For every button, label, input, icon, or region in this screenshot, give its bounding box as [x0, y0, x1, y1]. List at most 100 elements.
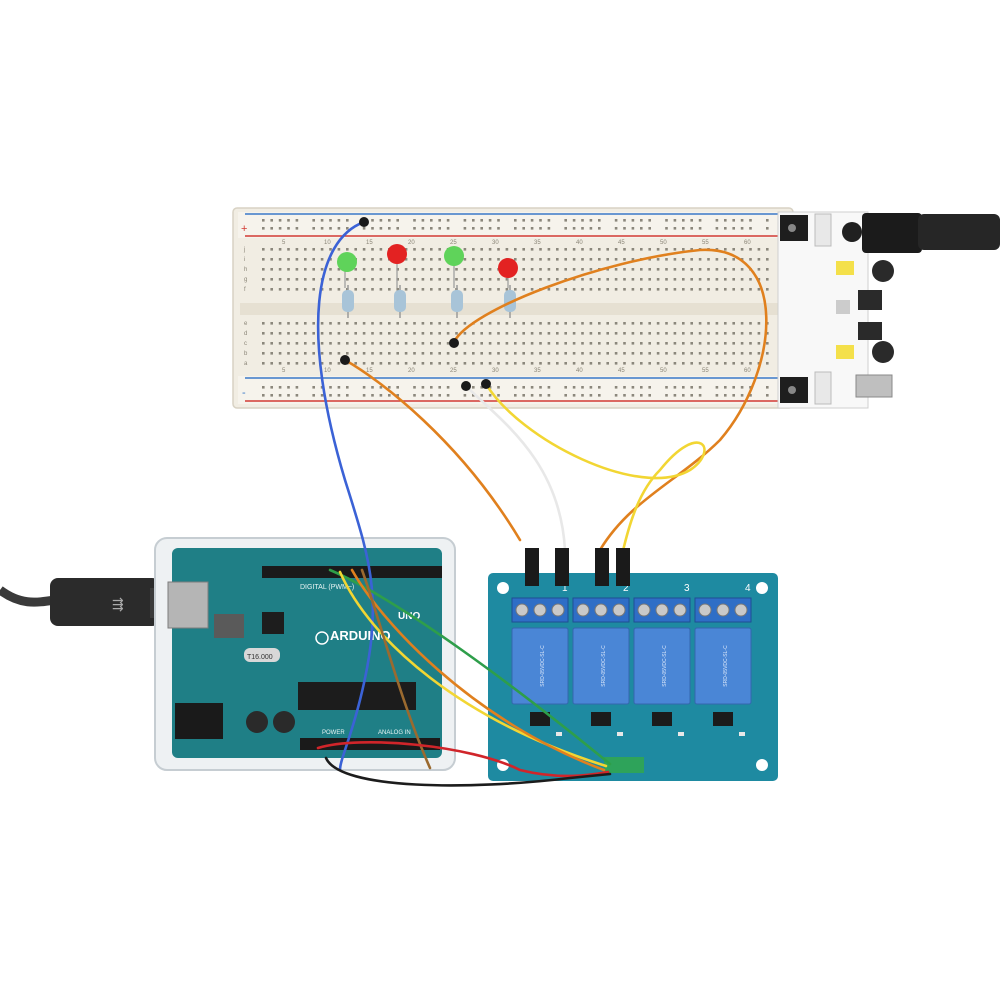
relay-body	[511, 627, 569, 705]
indicator-led	[617, 732, 623, 736]
led-1	[337, 252, 357, 288]
column-number: 30	[492, 368, 499, 374]
jumper-wires	[316, 217, 768, 787]
dc-barrel-jack	[175, 703, 223, 739]
wire-orange-3	[350, 568, 606, 772]
relay-channel-4: SRD-05VDC-SL-C 4	[694, 583, 752, 736]
channel-number: 4	[745, 583, 751, 594]
channel-number: 2	[623, 583, 629, 594]
screw-icon	[637, 603, 651, 617]
relay-body	[633, 627, 691, 705]
screw-icon	[716, 603, 730, 617]
row-letter: b	[244, 351, 248, 357]
column-number: 40	[576, 368, 583, 374]
atmega-chip	[298, 682, 416, 710]
leds	[337, 244, 518, 288]
led-2	[387, 244, 407, 288]
screw-icon	[612, 603, 626, 617]
relay-channel-3: SRD-05VDC-SL-C 3	[633, 583, 691, 736]
relay-module: SRD-05VDC-SL-C1SRD-05VDC-SL-C2SRD-05VDC-…	[488, 573, 778, 781]
row-letter: e	[244, 321, 248, 327]
column-number: 15	[366, 240, 373, 246]
column-number: 35	[534, 368, 541, 374]
led-4	[498, 258, 518, 288]
column-number: 10	[324, 240, 331, 246]
wire-red	[316, 741, 610, 778]
screw-icon	[594, 603, 608, 617]
optocoupler	[591, 712, 611, 726]
power-label: POWER	[322, 730, 345, 736]
screw-icon	[533, 603, 547, 617]
wire-orange-1	[343, 358, 522, 542]
power-analog-header	[300, 738, 440, 750]
screw-icon	[698, 603, 712, 617]
capacitor-1	[246, 711, 268, 733]
arduino-brand: ARDUINO	[330, 628, 391, 643]
resistor-3	[451, 285, 463, 318]
relay-marking: SRD-05VDC-SL-C	[601, 645, 607, 687]
resistors	[342, 285, 516, 318]
row-letter: h	[244, 267, 247, 273]
usb-port-module	[855, 374, 893, 398]
arduino-model: UNO	[398, 611, 420, 622]
row-letter: j	[243, 247, 245, 253]
wire-orange-2	[452, 248, 768, 552]
screw-icon	[551, 603, 565, 617]
analog-label: ANALOG IN	[378, 730, 411, 736]
wire-yellow	[484, 382, 706, 557]
column-number: 55	[702, 240, 709, 246]
indicator-led	[556, 732, 562, 736]
screw-icon	[734, 603, 748, 617]
crystal-label: T16.000	[247, 654, 273, 661]
led-3	[444, 246, 464, 288]
column-number: 40	[576, 240, 583, 246]
column-number: 55	[702, 368, 709, 374]
column-number: 30	[492, 240, 499, 246]
usb-plug	[50, 578, 160, 626]
row-letter: a	[244, 361, 248, 367]
wire-black	[324, 756, 612, 787]
column-number: 5	[282, 368, 286, 374]
column-number: 60	[744, 368, 751, 374]
wire-blue	[316, 220, 375, 772]
capacitor-2	[273, 711, 295, 733]
column-number: 50	[660, 368, 667, 374]
row-letter: c	[244, 341, 247, 347]
column-number: 60	[744, 240, 751, 246]
row-letter: i	[244, 257, 245, 263]
resistor-1	[342, 285, 354, 318]
column-number: 20	[408, 368, 415, 374]
channel-number: 1	[562, 583, 568, 594]
column-number: 25	[450, 240, 457, 246]
rail-minus-label: -	[242, 387, 246, 399]
relay-input-header	[604, 757, 644, 773]
indicator-led	[739, 732, 745, 736]
channel-number: 3	[684, 583, 690, 594]
indicator-led	[678, 732, 684, 736]
crystal	[244, 648, 280, 662]
infinity-logo-icon	[315, 631, 329, 645]
relay-body	[572, 627, 630, 705]
relay-marking: SRD-05VDC-SL-C	[723, 645, 729, 687]
row-letter: d	[244, 331, 247, 337]
digital-label: DIGITAL (PWM~)	[300, 584, 354, 591]
column-number: 10	[324, 368, 331, 374]
breadboard-column-numbers: 5510101515202025253030353540404545505055…	[282, 240, 751, 374]
column-number: 25	[450, 368, 457, 374]
relay-marking: SRD-05VDC-SL-C	[540, 645, 546, 687]
column-number: 45	[618, 368, 625, 374]
wire-brown	[360, 568, 432, 770]
screw-icon	[673, 603, 687, 617]
usb-b-port	[167, 581, 209, 629]
power-jack	[862, 213, 922, 253]
usb-symbol-icon: ⇶	[112, 597, 124, 613]
relay-body	[694, 627, 752, 705]
optocoupler	[530, 712, 550, 726]
wire-white	[464, 384, 567, 552]
optocoupler	[652, 712, 672, 726]
column-number: 15	[366, 368, 373, 374]
screw-icon	[655, 603, 669, 617]
relay-marking: SRD-05VDC-SL-C	[662, 645, 668, 687]
